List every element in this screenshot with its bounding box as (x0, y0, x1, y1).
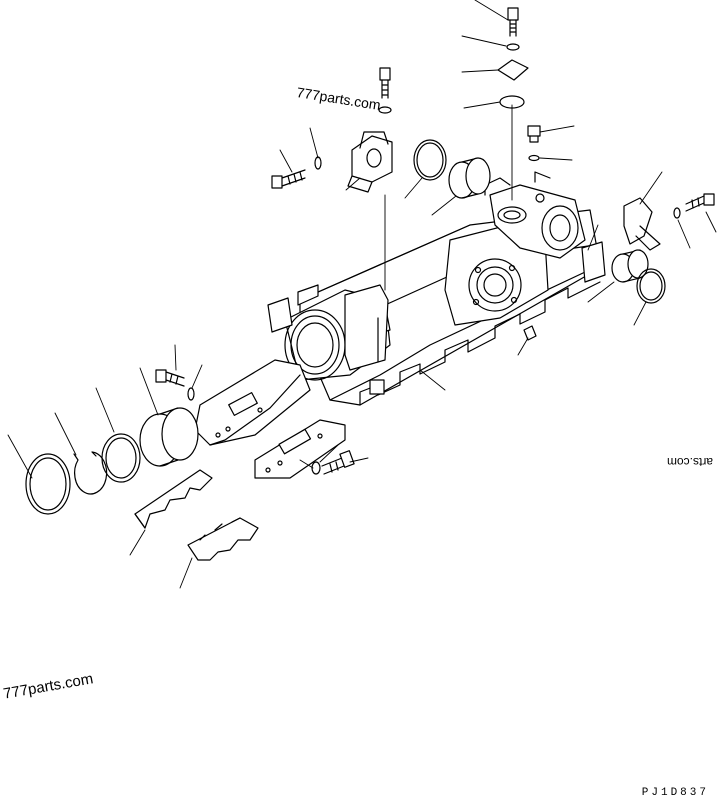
seal-ring-outer (26, 454, 70, 514)
snap-ring-upper (414, 140, 446, 180)
washer-right (674, 208, 680, 218)
snap-ring-right (637, 269, 665, 303)
cover-plate-top (498, 60, 528, 80)
bushing-upper (449, 158, 490, 198)
guard-upper (135, 470, 212, 528)
snap-ring-right-inner (640, 272, 662, 300)
bolt-left-horizontal (272, 170, 305, 188)
pillow-block-bracket (348, 132, 392, 192)
main-frame (195, 172, 605, 478)
seal-ring-front-inner (106, 438, 136, 478)
grease-fitting (524, 326, 536, 340)
guard-lower (188, 518, 258, 560)
washer-top (507, 44, 519, 50)
washer-upper-center (379, 107, 391, 113)
watermark-right-mirrored: arts.com (667, 455, 714, 469)
seal-ring-front (102, 434, 140, 482)
bolt-right (686, 194, 714, 211)
bolt-upper-center (380, 68, 390, 98)
bolt-front-left (156, 370, 184, 386)
drawing-code: PJ1D837 (641, 787, 709, 799)
seal-ring-outer-inner (30, 458, 66, 510)
washer-front-lower (312, 462, 320, 474)
washer-front-left (188, 388, 194, 400)
bolt-front-lower (322, 451, 354, 474)
bushing-right (612, 250, 648, 282)
washer-small (529, 156, 539, 161)
bolt-top-right (508, 8, 518, 36)
bracket-right (624, 198, 660, 250)
plug-top (528, 126, 540, 142)
snap-ring-front (74, 452, 107, 494)
leader-lines (8, 0, 716, 588)
bushing-front (140, 408, 198, 466)
snap-ring-upper-inner (417, 143, 443, 177)
washer-left (315, 157, 321, 169)
